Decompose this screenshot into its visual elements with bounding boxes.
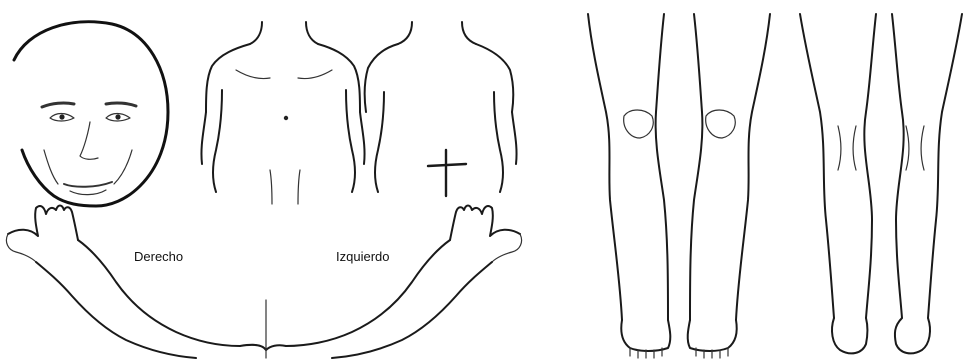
left-pupil xyxy=(115,114,120,119)
nose xyxy=(80,122,98,159)
back-left-heel xyxy=(895,318,930,353)
back-right-leg-outer xyxy=(800,14,834,318)
front-legline-right xyxy=(298,170,300,204)
arms-diagram xyxy=(6,206,521,359)
back-left-leg-outer xyxy=(928,14,962,318)
front-neck-right xyxy=(306,22,318,44)
front-right-knee xyxy=(624,110,654,138)
label-left-side: Izquierdo xyxy=(336,249,389,264)
front-arm-right xyxy=(360,112,365,164)
front-left-foot xyxy=(688,320,737,351)
front-right-leg-outer xyxy=(588,14,622,320)
front-chest-right xyxy=(298,70,332,79)
front-shoulder-left xyxy=(206,44,250,112)
right-pupil xyxy=(59,114,64,119)
legs-back-diagram xyxy=(800,14,962,353)
left-eyebrow xyxy=(106,103,136,106)
navel xyxy=(284,116,288,120)
front-shoulder-right xyxy=(318,44,360,112)
front-legline-left xyxy=(270,170,272,204)
back-side-right xyxy=(494,92,503,192)
left-hand xyxy=(450,206,520,241)
back-left-leg-inner xyxy=(892,14,904,318)
right-cheek-line xyxy=(44,150,58,184)
back-side-left xyxy=(375,92,384,192)
front-left-knee xyxy=(706,110,736,138)
back-neck-left xyxy=(398,22,412,44)
front-right-leg-inner xyxy=(656,14,668,320)
upper-back-outline-2 xyxy=(266,345,286,350)
back-right-heel xyxy=(832,318,868,353)
back-neck-right xyxy=(462,22,476,44)
front-side-right xyxy=(346,90,355,192)
front-right-foot xyxy=(621,320,670,351)
back-left-calf-2 xyxy=(906,126,909,170)
back-waist-line xyxy=(428,164,466,166)
left-arm-lower xyxy=(332,262,492,358)
upper-back-outline xyxy=(240,345,266,350)
front-torso-diagram xyxy=(201,22,364,204)
right-thumb xyxy=(6,234,36,262)
front-chest-left xyxy=(236,70,270,79)
front-neck-left xyxy=(250,22,262,44)
back-right-leg-inner xyxy=(864,14,876,318)
back-right-calf xyxy=(838,126,841,170)
mouth xyxy=(64,182,112,187)
back-shoulder-left xyxy=(365,44,398,112)
back-left-calf xyxy=(921,126,924,170)
back-arm-right xyxy=(512,112,517,164)
right-arm-lower xyxy=(36,262,196,358)
head-outline xyxy=(14,22,168,206)
left-cheek-line xyxy=(114,150,132,184)
legs-front-diagram xyxy=(588,14,770,358)
right-eyebrow xyxy=(42,103,74,107)
front-left-leg-inner xyxy=(690,14,702,320)
face-diagram xyxy=(14,22,168,206)
lower-lip xyxy=(70,190,106,195)
front-left-leg-outer xyxy=(736,14,770,320)
front-side-left xyxy=(213,90,222,192)
back-right-calf-2 xyxy=(853,126,856,170)
left-thumb xyxy=(492,234,522,262)
front-arm-left xyxy=(201,112,206,164)
label-right-side: Derecho xyxy=(134,249,183,264)
right-hand xyxy=(8,206,78,241)
back-torso-diagram xyxy=(365,22,517,196)
